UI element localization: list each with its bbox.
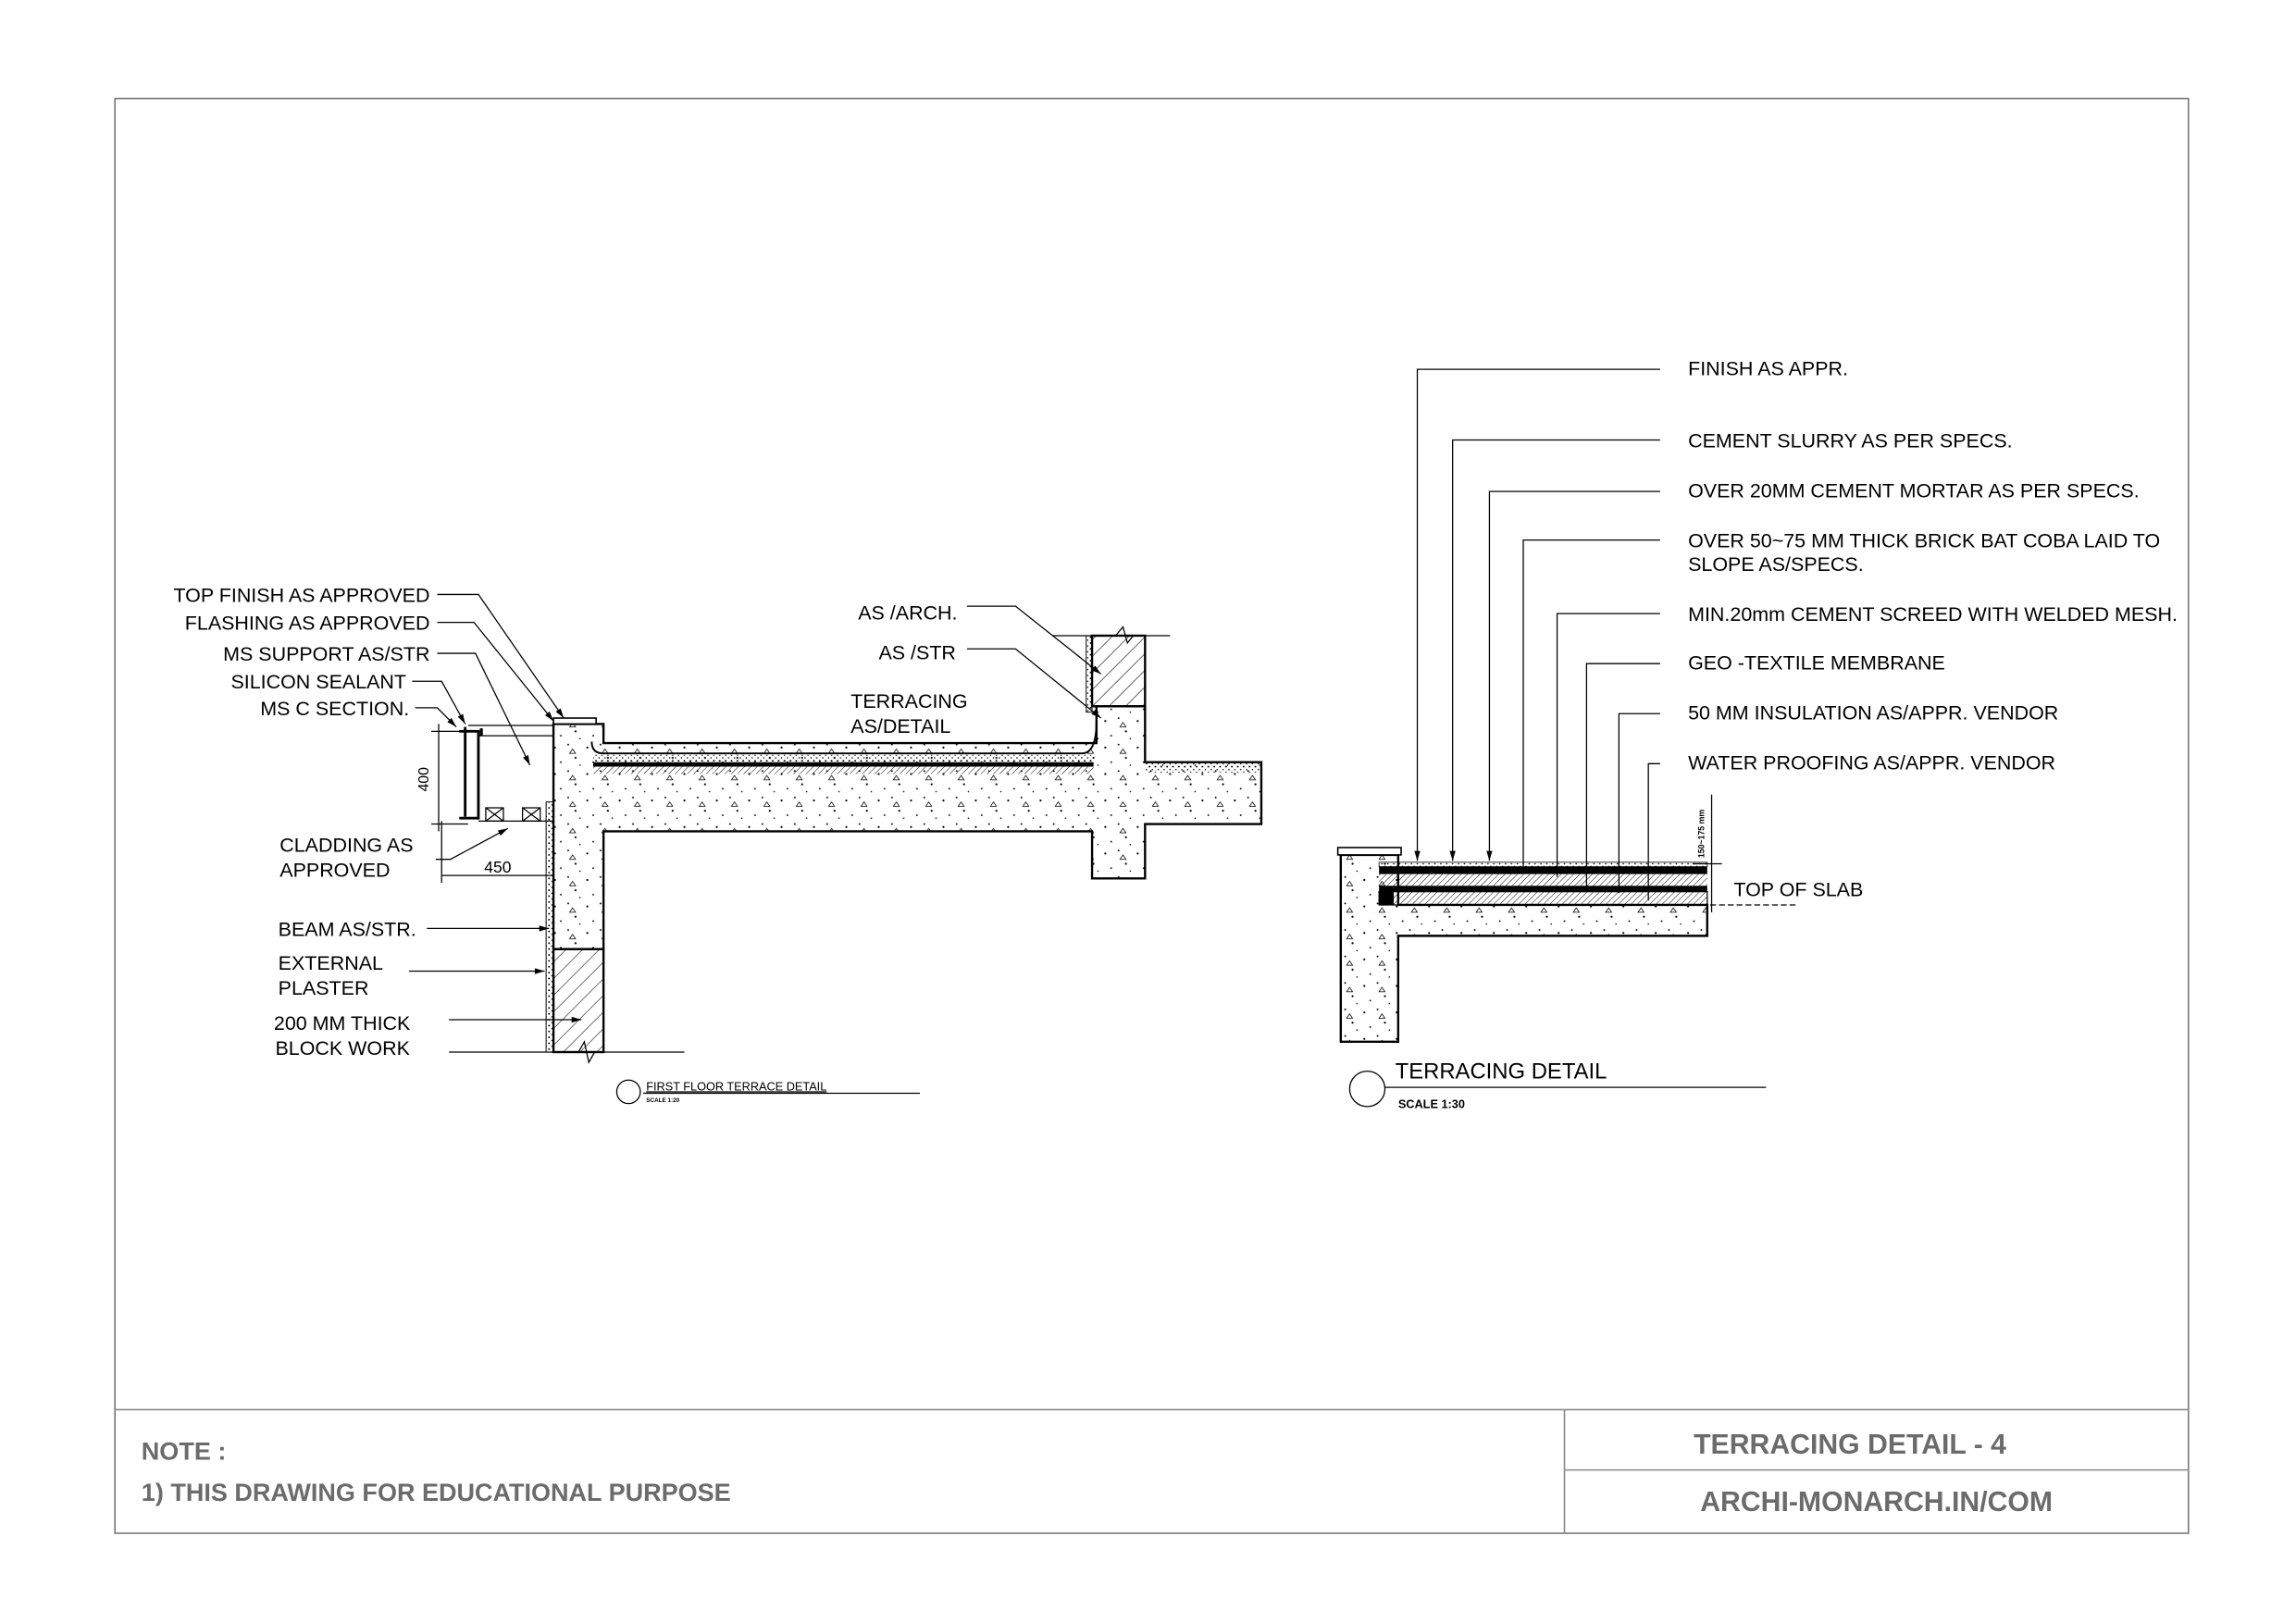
dimension-450: 450 bbox=[484, 858, 511, 876]
terracing-detail-title: TERRACING DETAIL bbox=[1396, 1059, 1607, 1084]
label-silicon-sealant: SILICON SEALANT bbox=[230, 671, 406, 693]
detail-marker-icon bbox=[615, 1079, 641, 1105]
note-line-1: 1) THIS DRAWING FOR EDUCATIONAL PURPOSE bbox=[142, 1479, 731, 1506]
label-as-arch: AS /ARCH. bbox=[858, 601, 957, 624]
layer-label-finish: FINISH AS APPR. bbox=[1688, 358, 1848, 380]
first-floor-detail-title: FIRST FLOOR TERRACE DETAIL bbox=[646, 1079, 826, 1093]
layer-label-geotextile: GEO -TEXTILE MEMBRANE bbox=[1688, 652, 1945, 675]
note-heading: NOTE : bbox=[142, 1437, 227, 1465]
label-external-plaster: EXTERNAL bbox=[279, 952, 383, 974]
block-work bbox=[552, 948, 605, 1054]
first-floor-detail-scale: SCALE 1:20 bbox=[646, 1097, 680, 1104]
sheet-title: TERRACING DETAIL - 4 bbox=[1694, 1430, 2006, 1460]
first-floor-terrace-detail: 400 450 TOP FINISH AS APPROVED FLASHING … bbox=[173, 584, 1263, 1105]
layer-label-waterproofing: WATER PROOFING AS/APPR. VENDOR bbox=[1688, 752, 2055, 774]
layer-label-insulation: 50 MM INSULATION AS/APPR. VENDOR bbox=[1688, 702, 2058, 725]
top-of-slab-label: TOP OF SLAB bbox=[1733, 878, 1863, 900]
label-external-plaster-2: PLASTER bbox=[279, 977, 369, 999]
dimension-400: 400 bbox=[416, 767, 432, 792]
label-flashing: FLASHING AS APPROVED bbox=[185, 613, 430, 635]
layer-leaders bbox=[1414, 368, 1660, 901]
label-ms-support: MS SUPPORT AS/STR bbox=[223, 643, 429, 665]
waterproofing-layer bbox=[592, 762, 1094, 767]
label-ms-c-section: MS C SECTION. bbox=[260, 698, 409, 720]
label-top-finish: TOP FINISH AS APPROVED bbox=[173, 584, 429, 606]
external-plaster bbox=[545, 801, 554, 1053]
parapet-block-work bbox=[1090, 634, 1147, 708]
label-terracing: TERRACING bbox=[850, 690, 967, 712]
label-cladding-2: APPROVED bbox=[279, 860, 390, 882]
layer-label-brick-bat-coba: OVER 50~75 MM THICK BRICK BAT COBA LAID … bbox=[1688, 530, 2160, 552]
layer-label-cement-mortar: OVER 20MM CEMENT MORTAR AS PER SPECS. bbox=[1688, 479, 2140, 502]
terracing-detail: FINISH AS APPR. CEMENT SLURRY AS PER SPE… bbox=[1336, 358, 2178, 1110]
label-block-work: 200 MM THICK bbox=[274, 1012, 411, 1035]
insulation-layer bbox=[592, 766, 1094, 774]
label-terracing-2: AS/DETAIL bbox=[850, 715, 950, 737]
terracing-detail-scale: SCALE 1:30 bbox=[1398, 1096, 1465, 1110]
label-as-str: AS /STR bbox=[878, 641, 955, 663]
label-cladding: CLADDING AS bbox=[279, 835, 413, 857]
website: ARCHI-MONARCH.IN/COM bbox=[1700, 1487, 2053, 1518]
screed-layer bbox=[592, 754, 1094, 762]
title-block: NOTE : 1) THIS DRAWING FOR EDUCATIONAL P… bbox=[115, 1408, 2189, 1533]
layer-thickness-dimension: 150~175 mm bbox=[1697, 810, 1706, 858]
layer-label-brick-bat-coba-2: SLOPE AS/SPECS. bbox=[1688, 553, 1864, 576]
label-beam: BEAM AS/STR. bbox=[279, 918, 416, 940]
rcc-slab-beam bbox=[552, 705, 1263, 950]
detail-marker-icon bbox=[1348, 1071, 1386, 1108]
layer-label-cement-slurry: CEMENT SLURRY AS PER SPECS. bbox=[1688, 429, 2013, 452]
layer-label-cement-screed: MIN.20mm CEMENT SCREED WITH WELDED MESH. bbox=[1688, 603, 2178, 626]
sheet-border bbox=[114, 97, 2190, 1534]
label-block-work-2: BLOCK WORK bbox=[276, 1037, 411, 1059]
